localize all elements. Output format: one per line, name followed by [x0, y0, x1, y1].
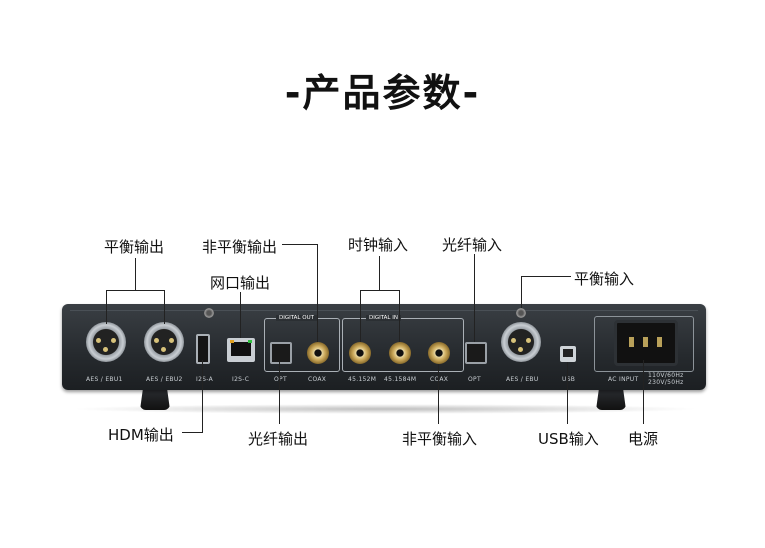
- silk-opt-in: OPT: [468, 376, 481, 383]
- label-clock-in: 时钟输入: [348, 236, 409, 254]
- callout-clock-v: [379, 256, 380, 290]
- hdmi-port: [196, 334, 210, 364]
- page-title: -产品参数-: [284, 71, 481, 115]
- digital-in-box: [342, 318, 464, 372]
- power-frame: [594, 316, 694, 372]
- optical-output-port: [270, 342, 292, 364]
- rj45-port: [227, 338, 255, 362]
- xlr-latch: [516, 308, 526, 318]
- callout-optical-in-v: [474, 254, 475, 342]
- silk-aes-ebu-in: AES / EBU: [506, 376, 539, 383]
- callout-hdmi-v: [202, 360, 203, 432]
- label-balanced-in: 平衡输入: [574, 270, 635, 288]
- silk-opt-out: OPT: [274, 376, 287, 383]
- callout-clock-l: [360, 290, 361, 342]
- callout-balanced-out-r: [164, 290, 165, 324]
- label-usb-in: USB输入: [538, 430, 599, 448]
- digital-in-label: DIGITAL IN: [366, 315, 401, 321]
- callout-balanced-out-l: [106, 290, 107, 324]
- label-unbalanced-in: 非平衡输入: [402, 430, 478, 448]
- panel-screw: [204, 308, 214, 318]
- silk-clock-2: 45.1584M: [384, 376, 417, 383]
- callout-balanced-in-h: [521, 276, 571, 277]
- usb-b-port: [560, 346, 576, 362]
- silk-coax-out: COAX: [308, 376, 327, 383]
- callout-network-v: [240, 292, 241, 338]
- callout-usb-v: [567, 362, 568, 424]
- coax-output-port: [307, 342, 329, 364]
- label-power: 电源: [628, 430, 659, 448]
- xlr-input: [501, 322, 541, 362]
- clock-input-1: [349, 342, 371, 364]
- silk-i2s-a: I2S-A: [196, 376, 214, 383]
- callout-unbalanced-out-v: [317, 244, 318, 342]
- silk-i2s-c: I2S-C: [232, 376, 250, 383]
- device-foot-right: [596, 388, 626, 410]
- silk-voltage: 110V/60Hz 230V/50Hz: [648, 372, 684, 386]
- callout-clock-h: [360, 290, 400, 291]
- optical-input-port: [465, 342, 487, 364]
- callout-balanced-in-v: [521, 276, 522, 308]
- silk-clock-1: 45.152M: [348, 376, 377, 383]
- callout-balanced-out-h: [106, 290, 165, 291]
- device-foot-left: [140, 388, 170, 410]
- digital-out-box: [264, 318, 340, 372]
- silk-usb: USB: [562, 376, 576, 383]
- callout-power-v: [643, 360, 644, 424]
- panel-edge: [70, 310, 698, 311]
- digital-out-label: DIGITAL OUT: [276, 315, 317, 321]
- coax-input-port: [428, 342, 450, 364]
- xlr-output-1: [86, 322, 126, 362]
- silk-coax-in: COAX: [430, 376, 449, 383]
- label-hdmi-out: HDM输出: [108, 426, 174, 444]
- label-optical-in: 光纤输入: [442, 236, 503, 254]
- label-unbalanced-out: 非平衡输出: [202, 238, 278, 256]
- callout-hdmi-h: [182, 432, 203, 433]
- silk-aes-ebu2: AES / EBU2: [146, 376, 183, 383]
- device-shadow: [70, 404, 700, 414]
- silk-ac-input: AC INPUT: [608, 376, 639, 383]
- iec-power-inlet: [614, 320, 678, 366]
- clock-input-2: [389, 342, 411, 364]
- callout-optical-out-v: [279, 362, 280, 424]
- callout-clock-r: [399, 290, 400, 342]
- callout-balanced-out-v: [135, 258, 136, 290]
- xlr-output-2: [144, 322, 184, 362]
- silk-aes-ebu1: AES / EBU1: [86, 376, 123, 383]
- label-network-out: 网口输出: [210, 274, 271, 292]
- callout-unbalanced-in-v: [438, 364, 439, 424]
- label-optical-out: 光纤输出: [248, 430, 309, 448]
- callout-unbalanced-out-h: [282, 244, 318, 245]
- label-balanced-out: 平衡输出: [104, 238, 165, 256]
